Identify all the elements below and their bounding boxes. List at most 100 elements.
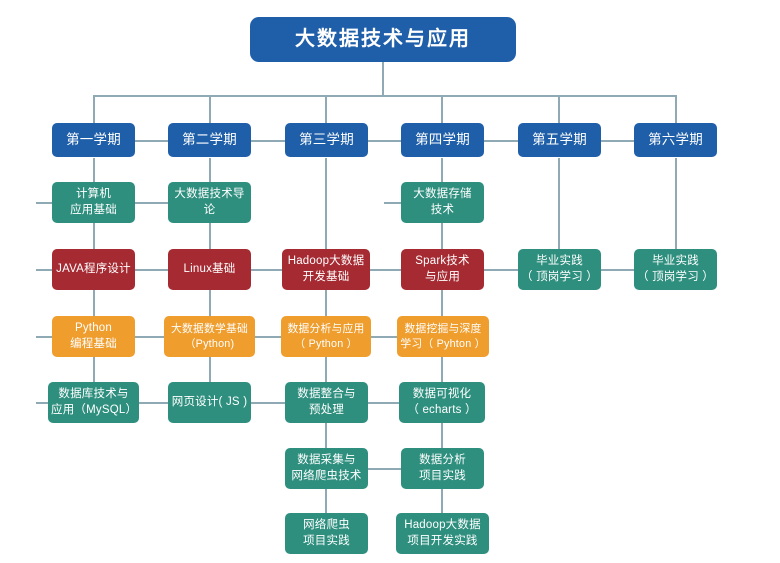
connector-r4-stub-c3-left xyxy=(269,402,285,404)
course-label-c1r1: 计算机 应用基础 xyxy=(55,187,132,217)
connector-col5-spine xyxy=(558,158,560,268)
course-line1-c5r2: 毕业实践 xyxy=(536,255,583,268)
semester-box-2[interactable]: 第二学期 xyxy=(168,123,251,157)
course-box-c4r2[interactable]: Spark技术 与应用 xyxy=(401,249,484,290)
semester-label-1: 第一学期 xyxy=(66,132,121,148)
course-line2-c1r1: 应用基础 xyxy=(70,203,117,216)
course-label-c4r2: Spark技术 与应用 xyxy=(404,254,481,284)
semester-label-4: 第四学期 xyxy=(415,132,470,148)
course-box-c1r1[interactable]: 计算机 应用基础 xyxy=(52,182,135,223)
course-label-c3r6: 网络爬虫 项目实践 xyxy=(288,518,365,548)
course-label-c6r2: 毕业实践 （ 顶岗学习 ） xyxy=(637,254,714,284)
connector-col6-spine xyxy=(675,158,677,268)
course-box-c1r3[interactable]: Python 编程基础 xyxy=(52,316,135,357)
course-line2-c3r5: 网络爬虫技术 xyxy=(291,469,362,482)
course-label-c2r1: 大数据技术导论 xyxy=(171,187,248,217)
connector-r5-stub-c4-left xyxy=(384,468,401,470)
course-line2-c1r4: 应用（MySQL） xyxy=(51,403,138,416)
connector-r2-c3-c4 xyxy=(368,269,401,271)
course-line1-c1r3: Python xyxy=(74,322,112,335)
semester-label-6: 第六学期 xyxy=(648,132,703,148)
course-line2-c4r1: 技术 xyxy=(430,203,455,216)
course-line2-c4r3: 学习（ Pyhton ） xyxy=(400,337,486,350)
course-box-c2r4[interactable]: 网页设计( JS ) xyxy=(168,382,251,423)
connector-r2-c5-c6 xyxy=(601,269,634,271)
connector-root-stem xyxy=(382,62,384,95)
course-box-c2r2[interactable]: Linux基础 xyxy=(168,249,251,290)
connector-r4-c1-c2 xyxy=(138,402,168,404)
diagram-title-box: 大数据技术与应用 xyxy=(250,17,516,62)
connector-r3-c3-c4 xyxy=(371,336,398,338)
course-box-c4r3[interactable]: 数据挖掘与深度 学习（ Pyhton ） xyxy=(397,316,489,357)
course-line2-c3r4: 预处理 xyxy=(308,403,345,416)
course-line1-c3r6: 网络爬虫 xyxy=(303,519,350,532)
course-line2-c3r3: （ Python ） xyxy=(294,337,358,350)
course-box-c4r1[interactable]: 大数据存储 技术 xyxy=(401,182,484,223)
semester-box-4[interactable]: 第四学期 xyxy=(401,123,484,157)
course-line1-c3r3: 数据分析与应用 xyxy=(287,323,365,336)
connector-r2-c1-c2 xyxy=(135,269,168,271)
course-line1-c4r6: Hadoop大数据 xyxy=(404,519,481,532)
semester-label-3: 第三学期 xyxy=(299,132,354,148)
semester-box-5[interactable]: 第五学期 xyxy=(518,123,601,157)
course-box-c3r6[interactable]: 网络爬虫 项目实践 xyxy=(285,513,368,554)
course-line2-c6r2: （ 顶岗学习 ） xyxy=(637,270,714,283)
course-label-c1r2: JAVA程序设计 xyxy=(55,262,132,277)
course-box-c2r1[interactable]: 大数据技术导论 xyxy=(168,182,251,223)
course-box-c3r5[interactable]: 数据采集与 网络爬虫技术 xyxy=(285,448,368,489)
connector-semester-bus xyxy=(93,95,676,97)
connector-r3-c1-c2 xyxy=(135,336,164,338)
course-label-c5r2: 毕业实践 （ 顶岗学习 ） xyxy=(521,254,598,284)
semester-box-3[interactable]: 第三学期 xyxy=(285,123,368,157)
course-label-c2r3: 大数据数学基础 （Python) xyxy=(167,322,252,351)
course-box-c5r2[interactable]: 毕业实践 （ 顶岗学习 ） xyxy=(518,249,601,290)
connector-r2-c4-c5 xyxy=(484,269,518,271)
course-label-c1r4: 数据库技术与 应用（MySQL） xyxy=(51,387,138,417)
course-label-c4r1: 大数据存储 技术 xyxy=(404,187,481,217)
connector-r2-c2-c3 xyxy=(251,269,285,271)
connector-r1-stub-left xyxy=(36,202,52,204)
connector-r1-c1-c2 xyxy=(135,202,168,204)
course-line1-c6r2: 毕业实践 xyxy=(652,255,699,268)
course-line2-c4r6: 项目开发实践 xyxy=(407,534,478,547)
course-label-c2r4: 网页设计( JS ) xyxy=(171,395,248,410)
course-box-c1r2[interactable]: JAVA程序设计 xyxy=(52,249,135,290)
course-line1-c4r1: 大数据存储 xyxy=(413,188,472,201)
course-line1-c1r4: 数据库技术与 xyxy=(58,388,129,401)
course-box-c3r4[interactable]: 数据整合与 预处理 xyxy=(285,382,368,423)
course-box-c3r3[interactable]: 数据分析与应用 （ Python ） xyxy=(281,316,371,357)
semester-box-6[interactable]: 第六学期 xyxy=(634,123,717,157)
course-line2-c2r3: （Python) xyxy=(184,337,235,350)
course-line1-c3r5: 数据采集与 xyxy=(297,454,356,467)
connector-r2-stub-left xyxy=(36,269,52,271)
course-line1-c2r4: 网页设计( JS ) xyxy=(171,395,248,408)
connector-sem-2-3 xyxy=(251,140,285,142)
course-label-c4r3: 数据挖掘与深度 学习（ Pyhton ） xyxy=(400,322,486,351)
connector-bus-drop-1 xyxy=(93,95,95,123)
course-box-c4r6[interactable]: Hadoop大数据 项目开发实践 xyxy=(396,513,489,554)
course-line2-c4r4: （ echarts ） xyxy=(407,403,477,416)
course-label-c4r6: Hadoop大数据 项目开发实践 xyxy=(399,518,486,548)
course-label-c4r5: 数据分析 项目实践 xyxy=(404,453,481,483)
connector-bus-drop-4 xyxy=(441,95,443,123)
course-line2-c4r5: 项目实践 xyxy=(419,469,466,482)
course-box-c6r2[interactable]: 毕业实践 （ 顶岗学习 ） xyxy=(634,249,717,290)
course-label-c3r5: 数据采集与 网络爬虫技术 xyxy=(288,453,365,483)
course-box-c4r4[interactable]: 数据可视化 （ echarts ） xyxy=(399,382,485,423)
course-label-c3r2: Hadoop大数据 开发基础 xyxy=(285,254,367,284)
course-line1-c2r3: 大数据数学基础 xyxy=(171,323,248,336)
course-line1-c3r4: 数据整合与 xyxy=(297,388,356,401)
connector-r4-c3-c4 xyxy=(368,402,401,404)
course-line1-c4r2: Spark技术 xyxy=(415,255,470,268)
course-line2-c3r6: 项目实践 xyxy=(303,534,350,547)
course-label-c1r3: Python 编程基础 xyxy=(55,321,132,351)
semester-box-1[interactable]: 第一学期 xyxy=(52,123,135,157)
connector-sem-1-2 xyxy=(135,140,168,142)
course-box-c4r5[interactable]: 数据分析 项目实践 xyxy=(401,448,484,489)
course-box-c3r2[interactable]: Hadoop大数据 开发基础 xyxy=(282,249,370,290)
course-line2-c5r2: （ 顶岗学习 ） xyxy=(521,270,598,283)
connector-bus-drop-6 xyxy=(675,95,677,123)
course-box-c1r4[interactable]: 数据库技术与 应用（MySQL） xyxy=(48,382,139,423)
course-box-c2r3[interactable]: 大数据数学基础 （Python) xyxy=(164,316,255,357)
